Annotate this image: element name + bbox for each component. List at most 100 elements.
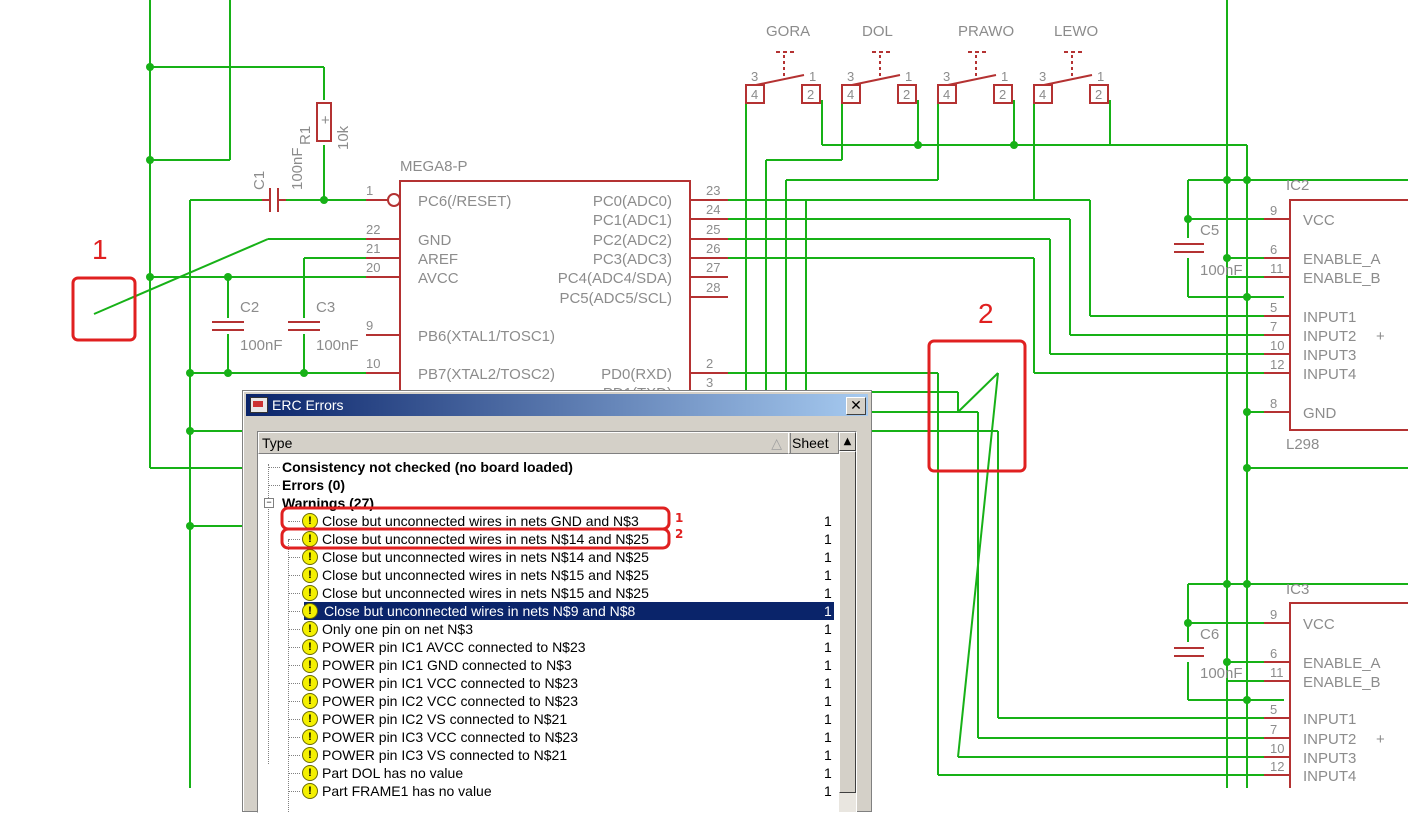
list-item[interactable]: !Close but unconnected wires in nets N$9… [258,602,838,620]
svg-text:2: 2 [978,298,994,329]
ic3-chip[interactable]: IC3 [1286,581,1408,788]
annotation-1: 1 [71,234,137,342]
switch-label: LEWO [1054,23,1098,40]
resistor-r1[interactable]: + R1 10k [297,102,352,150]
collapse-icon[interactable]: − [264,498,274,508]
tree-section[interactable]: −Warnings (27) [258,494,838,512]
list-item[interactable]: !Close but unconnected wires in nets N$1… [258,584,838,602]
section-label: Errors (0) [282,477,346,493]
capacitor-c6[interactable]: C6 100nF [1174,626,1243,682]
svg-text:1: 1 [92,234,108,265]
dialog-titlebar[interactable]: ERC Errors ✕ [246,394,868,416]
list-item[interactable]: !Close but unconnected wires in nets N$1… [258,548,838,566]
sheet-number: 1 [824,765,832,781]
pin-number: 20 [366,260,380,275]
switch-pin-label: 1 [809,69,816,84]
warning-icon: ! [302,549,318,565]
pin-name: PD0(RXD) [601,366,672,383]
ic2-name: IC2 [1286,177,1309,194]
scroll-thumb[interactable] [839,451,856,793]
erc-errors-dialog[interactable]: ERC Errors ✕ Type△ Sheet Consistency not… [242,390,872,813]
capacitor-c5[interactable]: C5 100nF [1174,222,1243,279]
list-item[interactable]: !Close but unconnected wires in nets GND… [258,512,838,530]
pin-name: VCC [1303,212,1335,229]
warning-icon: ! [302,567,318,583]
capacitor-c3[interactable]: C3 100nF [288,299,359,354]
warning-icon: ! [302,531,318,547]
pin-name: ENABLE_B [1303,674,1381,691]
switch-pin-label: 3 [1039,69,1046,84]
column-header-type[interactable]: Type△ [258,432,791,454]
pin-name: GND [1303,405,1337,422]
close-button[interactable]: ✕ [846,397,866,415]
list-item[interactable]: !Close but unconnected wires in nets N$1… [258,566,838,584]
c6-name: C6 [1200,626,1219,643]
pin-number: 7 [1270,722,1277,737]
pin-name: PC3(ADC3) [593,251,672,268]
capacitor-c1[interactable]: C1 100nF [251,147,306,212]
switch-pin-label: 4 [1039,87,1046,102]
warning-icon: ! [302,729,318,745]
sheet-number: 1 [824,711,832,727]
list-item[interactable]: !Close but unconnected wires in nets N$1… [258,530,838,548]
capacitor-c2[interactable]: C2 100nF [212,299,283,354]
warning-icon: ! [302,675,318,691]
pin-number: 11 [1270,665,1284,680]
tree-section[interactable]: Errors (0) [258,476,838,494]
c3-name: C3 [316,299,335,316]
scroll-up-icon[interactable]: ▲ [839,432,856,451]
vertical-scrollbar[interactable]: ▲ [839,432,856,812]
column-header-sheet[interactable]: Sheet [788,432,839,454]
erc-list[interactable]: Type△ Sheet Consistency not checked (no … [257,431,857,813]
pin-number: 5 [1270,702,1277,717]
pin-number: 26 [706,241,720,256]
tree-section[interactable]: Consistency not checked (no board loaded… [258,458,838,476]
switch-label: PRAWO [958,23,1014,40]
pin-name: PB7(XTAL2/TOSC2) [418,366,555,383]
